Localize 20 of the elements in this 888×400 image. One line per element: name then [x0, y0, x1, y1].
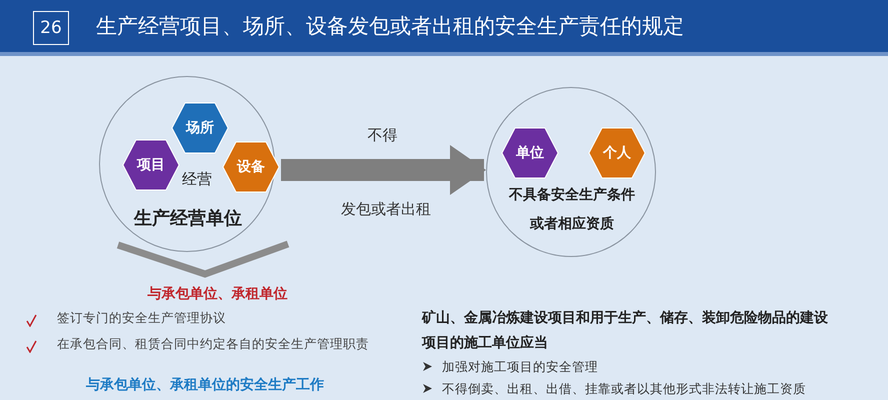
list-item: 签订专门的安全生产管理协议 [57, 310, 226, 327]
circle [486, 87, 656, 257]
circle-label: 经营 [182, 169, 212, 190]
number-box: 26 [33, 11, 69, 45]
paragraph: 矿山、金属冶炼建设项目和用于生产、储存、装卸危险物品的建设项目的施工单位应当 [422, 309, 829, 353]
hexagon: 单位 [501, 127, 559, 179]
circle-caption: 不具备安全生产条件或者相应资质 [508, 186, 636, 234]
list-item: 在承包合同、租赁合同中约定各自的安全生产管理职责 [57, 336, 369, 353]
arrow-caption: 发包或者出租 [340, 200, 432, 219]
hexagon: 场所 [171, 102, 229, 154]
circle-caption: 生产经营单位 [132, 207, 243, 231]
title: 生产经营项目、场所、设备发包或者出租的安全生产责任的规定 [96, 13, 684, 40]
list-item: 不得倒卖、出租、出借、挂靠或者以其他形式非法转让施工资质 [442, 381, 806, 398]
hexagon: 项目 [122, 139, 180, 191]
list-item: 加强对施工项目的安全管理 [442, 359, 598, 376]
hexagon: 设备 [222, 141, 280, 193]
arrow [281, 145, 486, 195]
section-heading: 与承包单位、承租单位的安全生产工作 [85, 376, 325, 394]
hexagon: 个人 [588, 127, 646, 179]
section-heading: 与承包单位、承租单位 [146, 285, 288, 303]
